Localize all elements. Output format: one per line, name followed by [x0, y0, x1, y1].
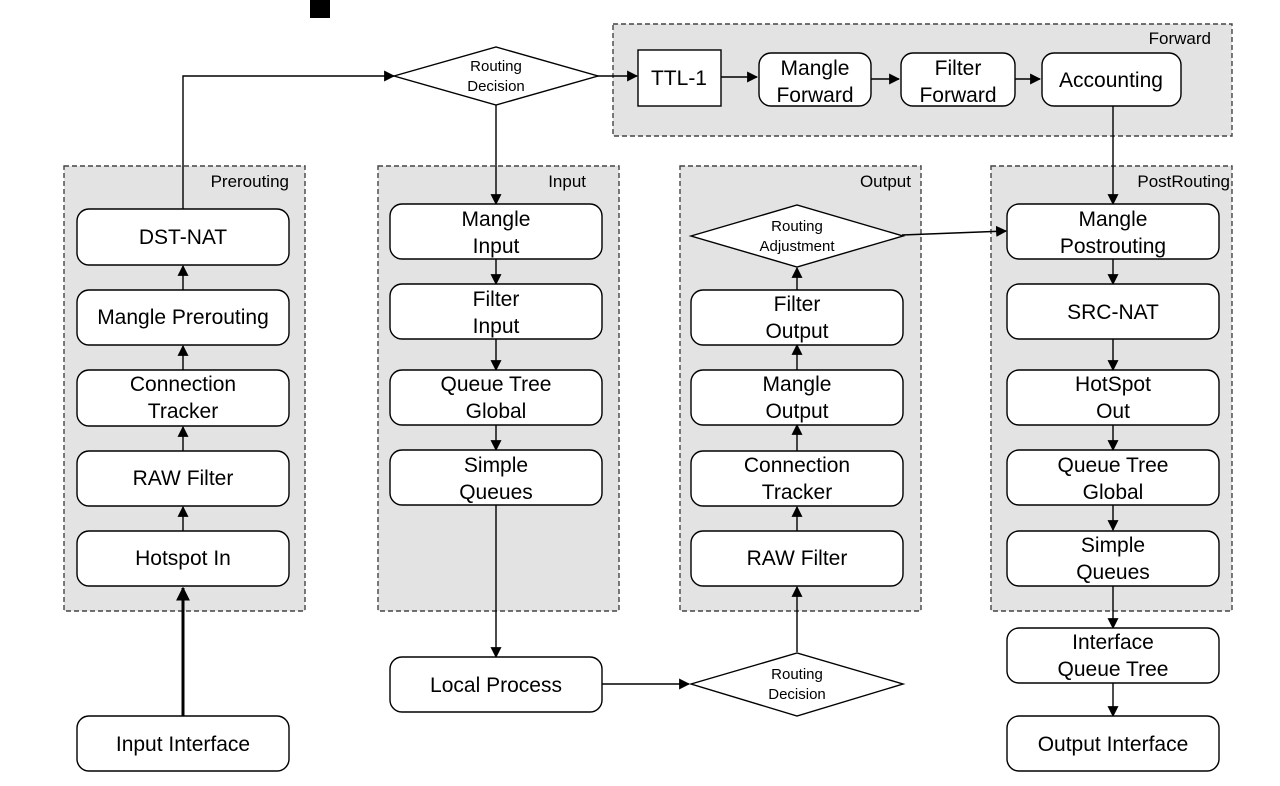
dst-nat-label: DST-NAT	[139, 226, 227, 249]
src-nat-label: SRC-NAT	[1067, 301, 1159, 324]
queue-tree-global-in-box: Queue Tree Global	[389, 369, 603, 426]
mangle-postrouting-box: Mangle Postrouting	[1006, 203, 1220, 260]
mangle-forward-label-line2: Forward	[776, 84, 853, 107]
hotspot-in-label: Hotspot In	[135, 547, 231, 570]
conn-tracker-pre-label-line1: Connection	[130, 373, 236, 396]
mangle-output-box: Mangle Output	[690, 369, 904, 426]
routing-adjustment-label-line1: Routing	[771, 218, 823, 235]
src-nat-box: SRC-NAT	[1006, 283, 1220, 340]
queue-tree-global-in-label-line1: Queue Tree	[441, 373, 552, 396]
routing-adjustment-label-line2: Adjustment	[759, 238, 835, 255]
routing-adjustment-diamond: Routing Adjustment	[688, 204, 906, 268]
mangle-forward-box: Mangle Forward	[758, 52, 872, 107]
mangle-input-box: Mangle Input	[389, 203, 603, 260]
routing-decision-top-label-line1: Routing	[470, 58, 522, 75]
conn-tracker-pre-label-line2: Tracker	[148, 400, 218, 423]
input-group-label: Input	[548, 172, 586, 191]
mangle-forward-label-line1: Mangle	[781, 57, 850, 80]
input-interface-label: Input Interface	[116, 733, 250, 756]
filter-output-box: Filter Output	[690, 289, 904, 346]
queue-tree-global-in-label-line2: Global	[466, 400, 527, 423]
output-interface-box: Output Interface	[1006, 715, 1220, 772]
filter-output-label-line2: Output	[765, 320, 828, 343]
filter-forward-label-line2: Forward	[919, 84, 996, 107]
mangle-input-label-line2: Input	[473, 235, 520, 258]
ttl-box: TTL-1	[637, 49, 722, 107]
queue-tree-global-post-label-line2: Global	[1083, 481, 1144, 504]
simple-queues-post-label-line1: Simple	[1081, 534, 1145, 557]
arrow-dst-nat-to-routing-decision	[182, 70, 396, 209]
simple-queues-post-box: Simple Queues	[1006, 530, 1220, 587]
filter-output-label-line1: Filter	[774, 293, 821, 316]
routing-decision-bottom-label-line1: Routing	[771, 666, 823, 683]
raw-filter-out-box: RAW Filter	[690, 530, 904, 587]
arrow-routing-adjustment-to-mangle-postrouting	[901, 225, 1008, 237]
interface-queue-tree-box: Interface Queue Tree	[1006, 627, 1220, 684]
routing-decision-bottom-label-line2: Decision	[768, 686, 826, 703]
raw-filter-pre-label: RAW Filter	[133, 467, 234, 490]
mangle-prerouting-label: Mangle Prerouting	[97, 306, 269, 329]
interface-queue-tree-label-line2: Queue Tree	[1058, 658, 1169, 681]
conn-tracker-out-box: Connection Tracker	[690, 450, 904, 507]
mangle-output-label-line2: Output	[765, 400, 828, 423]
filter-forward-label-line1: Filter	[935, 57, 982, 80]
conn-tracker-out-label-line2: Tracker	[762, 481, 832, 504]
connectors	[176, 70, 1119, 718]
mangle-output-label-line1: Mangle	[763, 373, 832, 396]
mangle-input-label-line1: Mangle	[462, 208, 531, 231]
hotspot-out-label-line1: HotSpot	[1075, 373, 1151, 396]
queue-tree-global-post-box: Queue Tree Global	[1006, 449, 1220, 506]
top-black-mark	[310, 0, 330, 18]
filter-input-box: Filter Input	[389, 283, 603, 340]
raw-filter-out-label: RAW Filter	[747, 547, 848, 570]
output-group-label: Output	[860, 172, 911, 191]
accounting-label: Accounting	[1059, 69, 1163, 92]
queue-tree-global-post-label-line1: Queue Tree	[1058, 454, 1169, 477]
routing-decision-top-label-line2: Decision	[467, 78, 525, 95]
hotspot-out-box: HotSpot Out	[1006, 369, 1220, 426]
dst-nat-box: DST-NAT	[76, 208, 290, 266]
prerouting-group-label: Prerouting	[211, 172, 289, 191]
mangle-postrouting-label-line2: Postrouting	[1060, 235, 1166, 258]
simple-queues-in-label-line1: Simple	[464, 454, 528, 477]
routing-decision-bottom-diamond: Routing Decision	[688, 652, 906, 717]
mangle-prerouting-box: Mangle Prerouting	[76, 289, 290, 346]
interface-queue-tree-label-line1: Interface	[1072, 631, 1154, 654]
filter-forward-box: Filter Forward	[900, 52, 1016, 107]
input-interface-box: Input Interface	[76, 715, 290, 772]
forward-group-label: Forward	[1149, 29, 1211, 48]
local-process-label: Local Process	[430, 674, 562, 697]
ttl-label: TTL-1	[651, 67, 707, 90]
postrouting-group-label: PostRouting	[1137, 172, 1230, 191]
filter-input-label-line1: Filter	[473, 288, 520, 311]
raw-filter-pre-box: RAW Filter	[76, 450, 290, 507]
accounting-box: Accounting	[1041, 52, 1182, 107]
hotspot-out-label-line2: Out	[1096, 400, 1130, 423]
simple-queues-in-label-line2: Queues	[459, 481, 533, 504]
conn-tracker-pre-box: Connection Tracker	[76, 369, 290, 427]
filter-input-label-line2: Input	[473, 315, 520, 338]
routing-decision-top-diamond: Routing Decision	[391, 46, 601, 106]
output-interface-label: Output Interface	[1038, 733, 1189, 756]
simple-queues-in-box: Simple Queues	[389, 449, 603, 506]
local-process-box: Local Process	[389, 656, 603, 713]
conn-tracker-out-label-line1: Connection	[744, 454, 850, 477]
hotspot-in-box: Hotspot In	[76, 530, 290, 587]
simple-queues-post-label-line2: Queues	[1076, 561, 1150, 584]
mangle-postrouting-label-line1: Mangle	[1079, 208, 1148, 231]
